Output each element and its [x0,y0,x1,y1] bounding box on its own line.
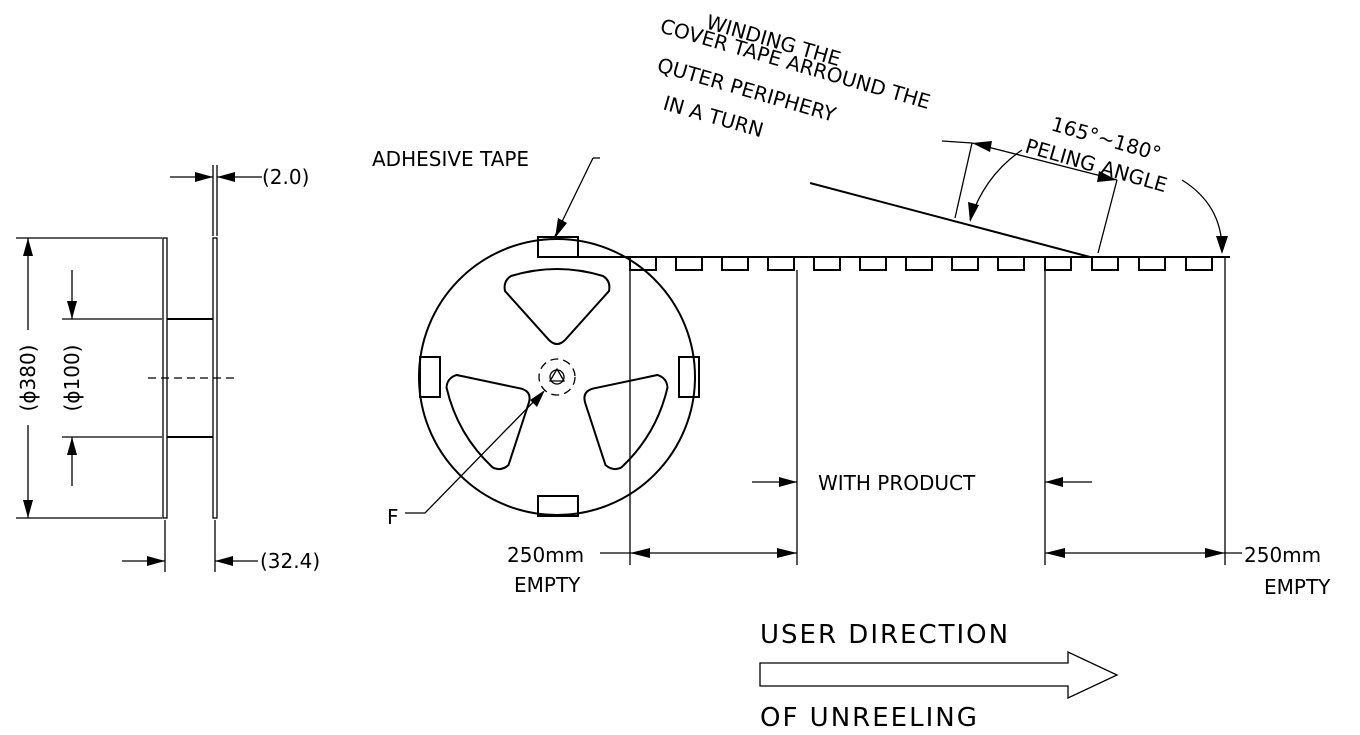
adhesive-tape-left [419,356,441,398]
leader-left-word: EMPTY [514,573,581,597]
unreeling-direction: USER DIRECTION OF UNREELING [759,620,1119,733]
reel-window-left [445,373,531,471]
dim-hub-diameter: (ϕ100) [60,345,84,412]
leader-left-length: 250mm [507,543,584,567]
reel-outline [418,238,696,516]
with-product-label: WITH PRODUCT [818,471,976,495]
adhesive-tape-bottom [537,495,579,517]
leader-right-word: EMPTY [1264,575,1331,599]
reel-side-view: (2.0) (ϕ380) (ϕ100) (32.4) [16,165,320,573]
adhesive-tape-right [678,356,700,398]
hole-label: F [387,505,399,529]
reel-window-right [583,373,669,471]
hub-circle [538,358,576,396]
dim-reel-diameter: (ϕ380) [16,345,40,412]
leader-right-length: 250mm [1244,543,1321,567]
direction-arrow [759,650,1119,700]
adhesive-tape-label: ADHESIVE TAPE [372,147,529,171]
direction-line-1: USER DIRECTION [760,620,1010,650]
adhesive-tape-top [537,236,579,258]
reel-window-top [503,268,611,345]
reel-front-view [405,140,1242,565]
direction-line-2: OF UNREELING [760,703,979,733]
tape-pockets [629,257,1213,271]
cover-tape [809,182,1091,258]
dim-reel-width: (32.4) [260,549,320,573]
winding-note: WINDING THE COVER TAPE ARROUND THE QUTER… [655,10,934,142]
dim-flange-thickness: (2.0) [262,165,309,189]
